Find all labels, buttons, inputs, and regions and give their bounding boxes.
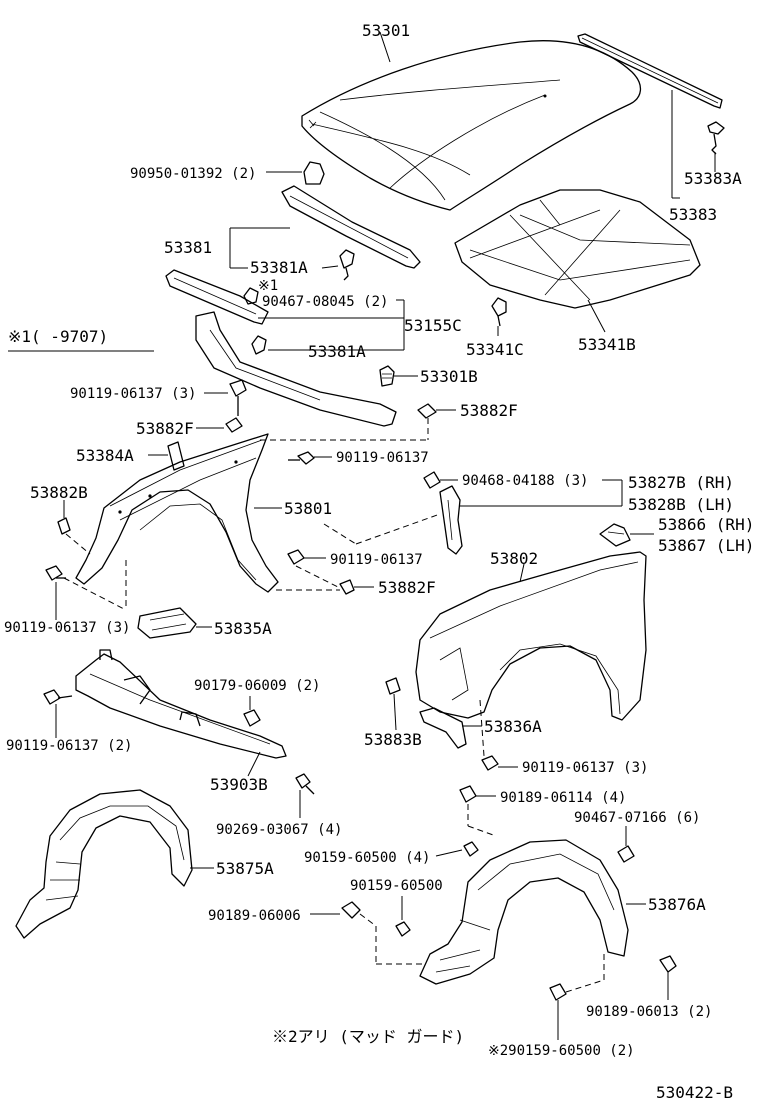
seal-clip-bottom[interactable] [251,335,267,355]
fender-liner-rh[interactable] [419,839,629,985]
label-fender-rh: 53802 [490,549,538,568]
label-bracket-53866: 53866 (RH) [658,515,754,534]
screw-90159[interactable] [395,921,411,937]
label-nut-90179: 90179-06009 (2) [194,678,320,694]
label-fender-liner-lh: 53875A [216,859,274,878]
hood-lock-support[interactable] [195,311,397,427]
label-fender-bolt-lower: 90119-06137 (3) [4,620,130,636]
hood-leader [379,31,391,63]
label-seal-clip-bottom: 53381A [308,342,366,361]
fender-bolt-upper[interactable] [288,451,315,465]
bolt-90119-2[interactable] [43,689,73,705]
label-clip-90189-06013: 90189-06013 (2) [586,1004,712,1020]
fender-rh[interactable] [415,551,647,721]
label-note2-screw: ※290159-60500 (2) [488,1043,635,1059]
label-bolt-top: 90119-06137 (3) [70,386,196,402]
fender-bolt-lower[interactable] [45,565,66,581]
label-clip-90189-06006: 90189-06006 [208,908,301,924]
label-clip-90189-06114: 90189-06114 (4) [500,790,626,806]
label-radiator-support-seal: 53155C [404,316,462,335]
label-bracket-53384a: 53384A [76,446,134,465]
nut-53882f-bottom[interactable] [339,579,355,595]
label-fender-bolt-rh: 90119-06137 (3) [522,760,648,776]
hood-weatherstrip[interactable] [577,33,723,109]
hood-seal-upper[interactable] [281,185,421,269]
bumper-reinforcement[interactable] [75,649,287,759]
fender-bracket-53836a[interactable] [419,707,467,749]
label-note1-marker: ※1 [258,278,278,294]
label-clip-90468: 90468-04188 (3) [462,473,588,489]
clip-90189-06013[interactable] [659,955,677,973]
label-bumper-stop: 53301B [420,367,478,386]
clip-90189-06006[interactable] [341,901,361,919]
fender-liner-lh[interactable] [15,789,193,939]
seal-clip-top[interactable] [339,249,355,281]
label-bracket-53836a: 53836A [484,717,542,736]
label-screw-90159: 90159-60500 [350,878,443,894]
label-hood-seal-upper: 53381 [164,238,212,257]
label-bumper-reinforcement: 53903B [210,775,268,794]
screw-note2[interactable] [549,983,567,1001]
screw-90269[interactable] [295,773,315,795]
label-bracket-lh: 53828B (LH) [628,495,734,514]
label-clip-90467-08045: 90467-08045 (2) [262,294,388,310]
label-insulator-clip: 53341C [466,340,524,359]
fender-bracket-rh[interactable] [439,485,463,555]
weatherstrip-clip[interactable] [707,121,725,155]
insulator-clip[interactable] [491,297,507,327]
label-insulator: 53341B [578,335,636,354]
label-fender-bolt-mid: 90119-06137 [330,552,423,568]
label-bracket-rh: 53827B (RH) [628,473,734,492]
nut-53882b[interactable] [57,517,71,535]
fender-bracket-53866[interactable] [599,523,631,547]
label-diagram-id: 530422-B [656,1083,733,1102]
note1-clip[interactable] [243,287,259,305]
label-hood: 53301 [362,21,410,40]
label-screw-90269: 90269-03067 (4) [216,822,342,838]
label-hood-cushion: 90950-01392 (2) [130,166,256,182]
label-fender-liner-rh: 53876A [648,895,706,914]
label-screw-90159-4: 90159-60500 (4) [304,850,430,866]
label-note2: ※2アリ (マッド ガード) [272,1027,464,1046]
bolt-top[interactable] [229,379,247,416]
hood-insulator[interactable] [454,189,701,309]
label-nut-53882f-bottom: 53882F [378,578,436,597]
nut-53883b[interactable] [385,677,401,695]
fender-bolt-mid[interactable] [287,549,305,565]
label-nut-right: 53882F [460,401,518,420]
nut-90179[interactable] [243,709,261,727]
screw-90159-4[interactable] [463,841,479,857]
hood-panel[interactable] [301,40,642,211]
clip-90189-06114[interactable] [459,785,477,803]
hood-bumper-stop[interactable] [379,365,395,387]
hood-cushion[interactable] [303,161,325,185]
label-clip-90467-07166: 90467-07166 (6) [574,810,700,826]
radiator-support-seal[interactable] [165,269,269,325]
nut-right[interactable] [417,403,437,419]
label-bracket-53835a: 53835A [214,619,272,638]
fender-bracket-53835a[interactable] [137,607,197,639]
label-fender-bolt-upper: 90119-06137 [336,450,429,466]
label-nut-53882b: 53882B [30,483,88,502]
fender-lh[interactable] [75,433,279,593]
label-nut-left: 53882F [136,419,194,438]
fender-bracket-53384a[interactable] [167,441,185,471]
label-seal-clip-top: 53381A [250,258,308,277]
label-bracket-53867: 53867 (LH) [658,536,754,555]
label-note1-range: ※1( -9707) [8,327,108,346]
label-nut-53883b: 53883B [364,730,422,749]
label-fender-lh: 53801 [284,499,332,518]
clip-90467-07166[interactable] [617,845,635,863]
fender-bolt-rh[interactable] [481,755,499,771]
label-weatherstrip: 53383 [669,205,717,224]
label-bolt-90119-2: 90119-06137 (2) [6,738,132,754]
nut-left[interactable] [225,417,243,433]
clip-90468[interactable] [423,471,441,489]
label-weatherstrip-clip: 53383A [684,169,742,188]
